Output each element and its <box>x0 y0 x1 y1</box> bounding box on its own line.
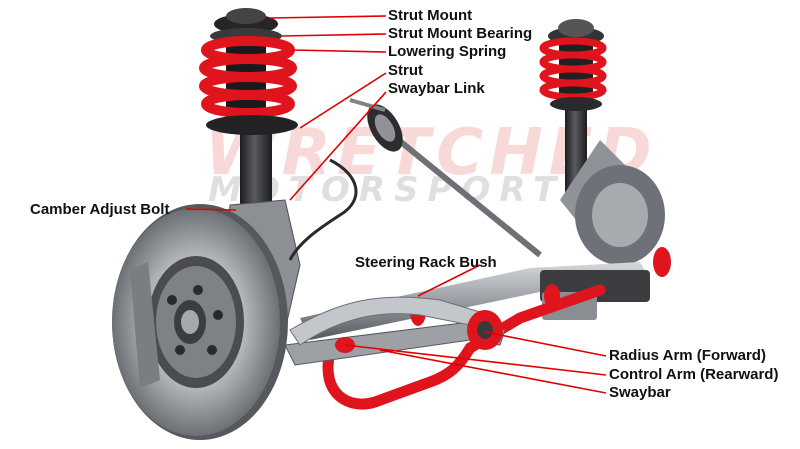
label-radius-arm-forward: Radius Arm (Forward) <box>609 347 766 364</box>
label-lowering-spring: Lowering Spring <box>388 43 507 60</box>
right-strut-assembly <box>539 19 665 265</box>
label-swaybar: Swaybar <box>609 384 671 401</box>
steering-tie-rod <box>349 98 542 258</box>
lowering-spring-shape <box>199 36 297 118</box>
brake-disc <box>112 204 288 440</box>
abs-wire <box>288 158 358 261</box>
label-camber-adjust-bolt: Camber Adjust Bolt <box>30 201 170 218</box>
label-strut-mount-bearing: Strut Mount Bearing <box>388 25 533 42</box>
label-strut: Strut <box>388 62 423 79</box>
swaybar-shape <box>322 284 606 410</box>
label-steering-rack-bush: Steering Rack Bush <box>355 254 497 271</box>
label-strut-mount: Strut Mount <box>388 7 473 24</box>
leader-lines <box>185 15 607 394</box>
control-arms <box>284 296 506 366</box>
label-swaybar-link: Swaybar Link <box>388 80 485 97</box>
label-control-arm-rearward: Control Arm (Rearward) <box>609 366 779 383</box>
